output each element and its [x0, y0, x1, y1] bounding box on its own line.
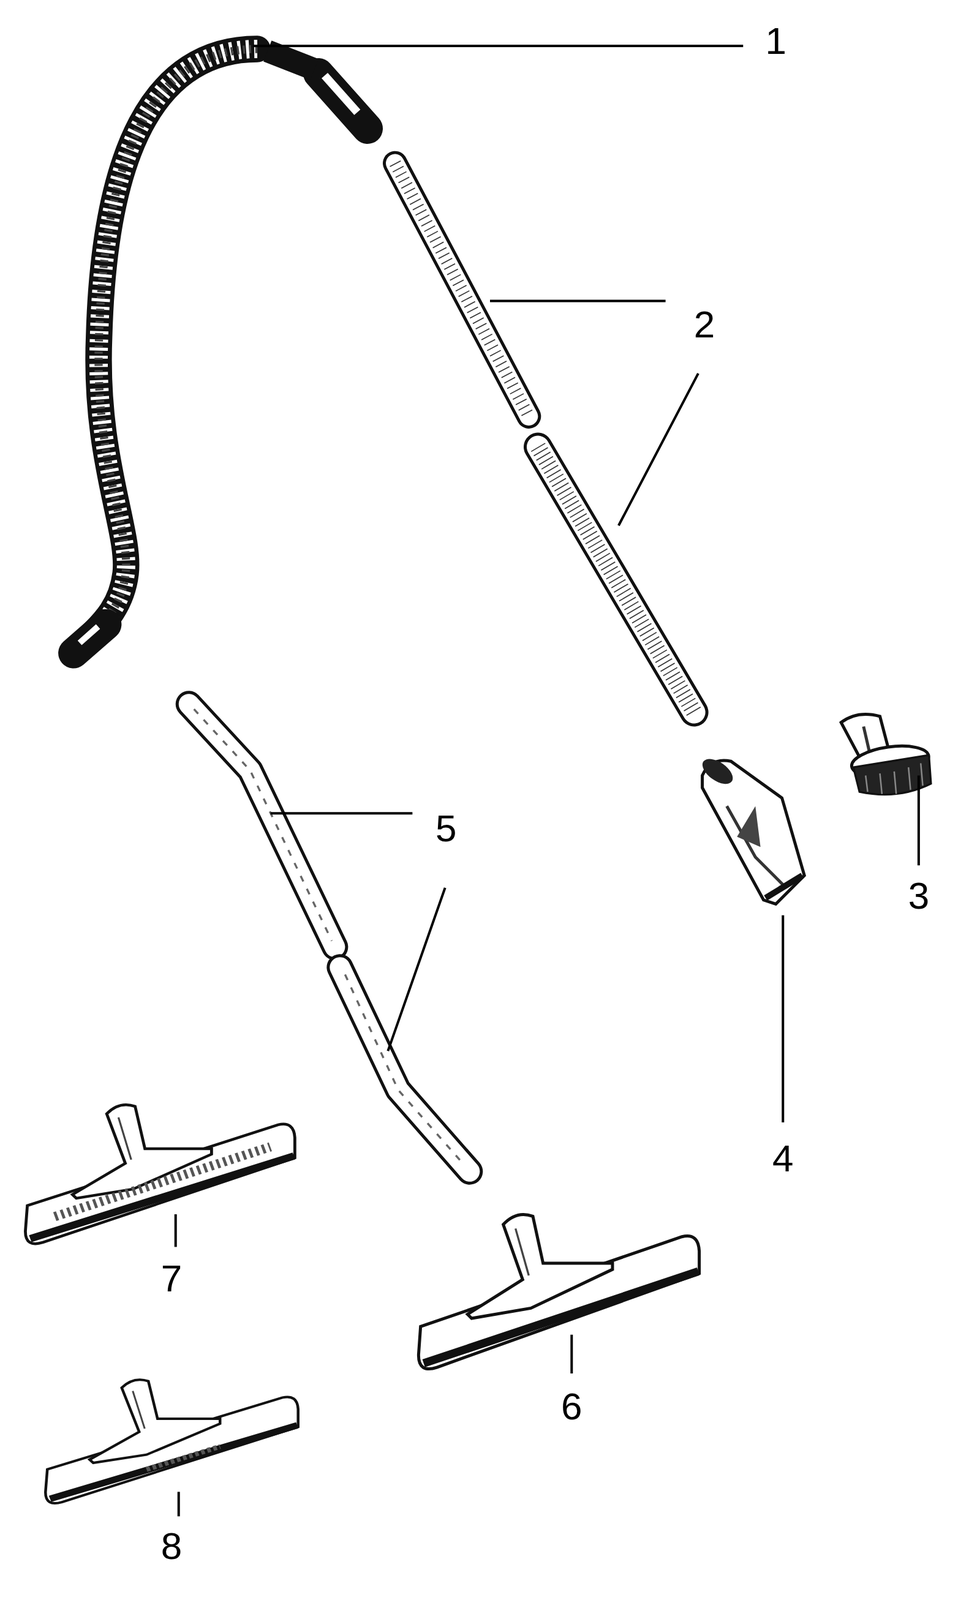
- callout-number: 7: [159, 1259, 184, 1298]
- callout-number: 6: [559, 1387, 584, 1426]
- hose: [73, 49, 368, 654]
- leader-lines: [175, 45, 919, 1517]
- floor-tool-6: [418, 1214, 699, 1369]
- floor-tool-8: [45, 1379, 298, 1504]
- crevice-tool: [698, 753, 805, 905]
- floor-tool-7: [25, 1104, 295, 1244]
- callout-number: 5: [434, 809, 458, 848]
- bent-wands: [188, 704, 470, 1172]
- callout-number: 2: [692, 305, 717, 344]
- callout-number: 1: [763, 22, 788, 61]
- callout-number: 3: [907, 877, 931, 916]
- callout-number: 8: [159, 1527, 184, 1566]
- straight-wands: [395, 163, 694, 713]
- callout-number: 4: [771, 1139, 795, 1178]
